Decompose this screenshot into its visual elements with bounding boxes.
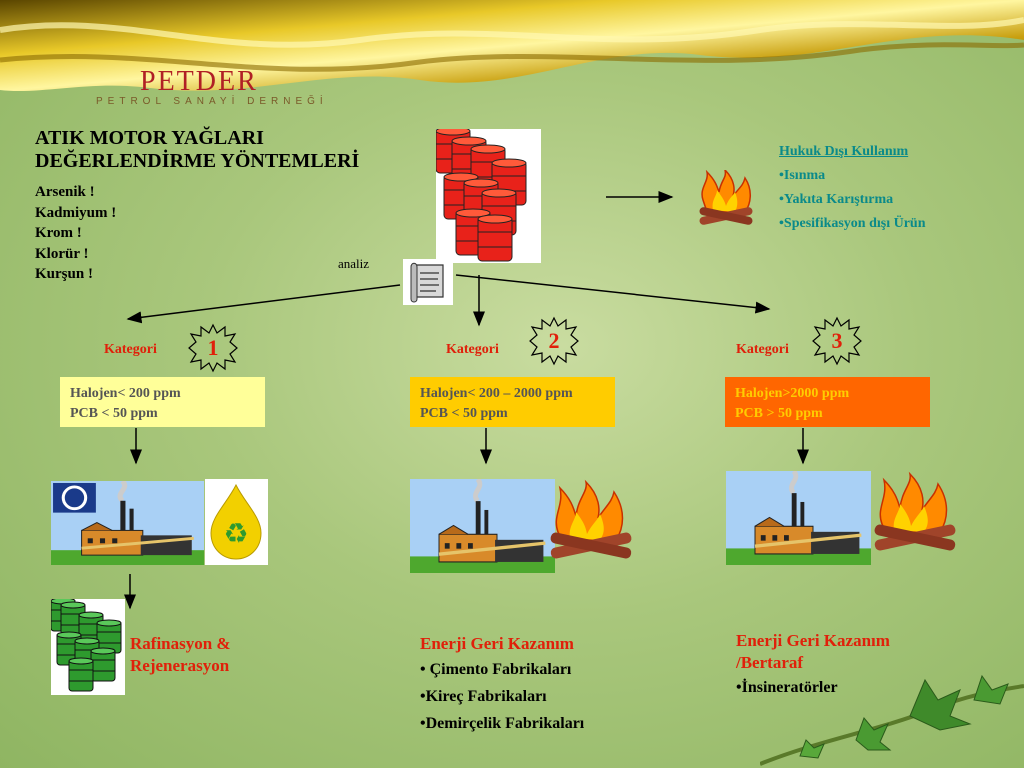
- result-2-list: • Çimento Fabrikaları •Kireç Fabrikaları…: [420, 656, 584, 737]
- result-3-list: •İnsineratörler: [736, 674, 838, 701]
- energy-fire-icon-3: [872, 473, 958, 553]
- ivy-leaves-decoration: [760, 674, 1024, 766]
- result-3-title-line-2: /Bertaraf: [736, 653, 804, 672]
- category-1-starburst: [188, 323, 238, 373]
- result-2-item: •Demirçelik Fabrikaları: [420, 715, 585, 732]
- cement-factory-image-2: [410, 479, 555, 573]
- oil-banner-image: [0, 0, 1024, 92]
- page-title: ATIK MOTOR YAĞLARI DEĞERLENDİRME YÖNTEML…: [35, 127, 359, 173]
- category-1-halogen: Halojen< 200 ppm: [70, 386, 181, 401]
- illegal-use-item: •Isınma: [779, 168, 826, 183]
- category-3-spec-box: Halojen>2000 ppm PCB > 50 ppm: [725, 377, 930, 427]
- energy-fire-icon-2: [548, 481, 634, 561]
- category-1-spec-box: Halojen< 200 ppm PCB < 50 ppm: [60, 377, 265, 427]
- hazard-list: Arsenik ! Kadmiyum ! Krom ! Klorür ! Kur…: [35, 182, 116, 285]
- analysis-label: analiz: [338, 256, 370, 271]
- svg-text:♻: ♻: [223, 519, 248, 550]
- category-1-label: Kategori: [104, 342, 157, 357]
- result-2-title: Enerji Geri Kazanım: [420, 634, 574, 653]
- hazard-item: Klorür !: [35, 245, 89, 262]
- category-2-spec-box: Halojen< 200 – 2000 ppm PCB < 50 ppm: [410, 377, 615, 427]
- result-3-title-line-1: Enerji Geri Kazanım: [736, 631, 890, 650]
- document-scroll-icon: [403, 259, 453, 305]
- category-1-number: 1: [207, 335, 219, 360]
- category-3-starburst: [812, 316, 862, 366]
- category-1-pcb: PCB < 50 ppm: [70, 406, 158, 421]
- title-line-1: ATIK MOTOR YAĞLARI: [35, 127, 264, 149]
- category-3-label: Kategori: [736, 342, 789, 357]
- category-2-pcb: PCB < 50 ppm: [420, 406, 508, 421]
- red-barrels-image: [436, 129, 541, 263]
- category-3-halogen: Halojen>2000 ppm: [735, 386, 850, 401]
- incinerator-factory-image-3: [726, 471, 871, 565]
- illegal-use-title-link[interactable]: Hukuk Dışı Kullanım: [779, 144, 909, 159]
- title-line-2: DEĞERLENDİRME YÖNTEMLERİ: [35, 150, 360, 172]
- petder-logo: PETDER: [140, 66, 258, 97]
- hazard-item: Krom !: [35, 225, 82, 241]
- illegal-use-panel: Hukuk Dışı Kullanım •Isınma •Yakıta Karı…: [779, 140, 926, 236]
- category-3-pcb: PCB > 50 ppm: [735, 406, 823, 421]
- petder-logo-subtitle: PETROL SANAYİ DERNEĞİ: [96, 96, 328, 107]
- result-2-item: • Çimento Fabrikaları: [420, 661, 572, 678]
- arrow-to-category-1: [126, 284, 401, 324]
- recycle-oil-drop-icon: ♻: [205, 479, 268, 565]
- category-2-halogen: Halojen< 200 – 2000 ppm: [420, 386, 573, 401]
- category-2-number: 2: [548, 328, 560, 353]
- result-1-title: Rafinasyon & Rejenerasyon: [130, 633, 231, 677]
- category-3-number: 3: [831, 328, 843, 353]
- green-barrels-image: [51, 599, 125, 695]
- arrow-to-category-3: [455, 274, 771, 314]
- category-2-label: Kategori: [446, 342, 499, 357]
- result-3-item: •İnsineratörler: [736, 679, 838, 696]
- hazard-item: Kadmiyum !: [35, 204, 117, 221]
- result-1-title-line-2: Rejenerasyon: [130, 656, 230, 675]
- result-1-title-line-1: Rafinasyon &: [130, 634, 231, 653]
- hazard-item: Kurşun !: [35, 266, 93, 282]
- result-3-title: Enerji Geri Kazanım /Bertaraf: [736, 630, 890, 674]
- campfire-icon: [699, 170, 753, 225]
- refinery-factory-image-1: [51, 481, 204, 565]
- hazard-item: Arsenik !: [35, 184, 95, 200]
- illegal-use-item: •Spesifikasyon dışı Ürün: [779, 216, 926, 231]
- result-2-item: •Kireç Fabrikaları: [420, 688, 547, 705]
- illegal-use-item: •Yakıta Karıştırma: [779, 192, 894, 207]
- category-2-starburst: [529, 316, 579, 366]
